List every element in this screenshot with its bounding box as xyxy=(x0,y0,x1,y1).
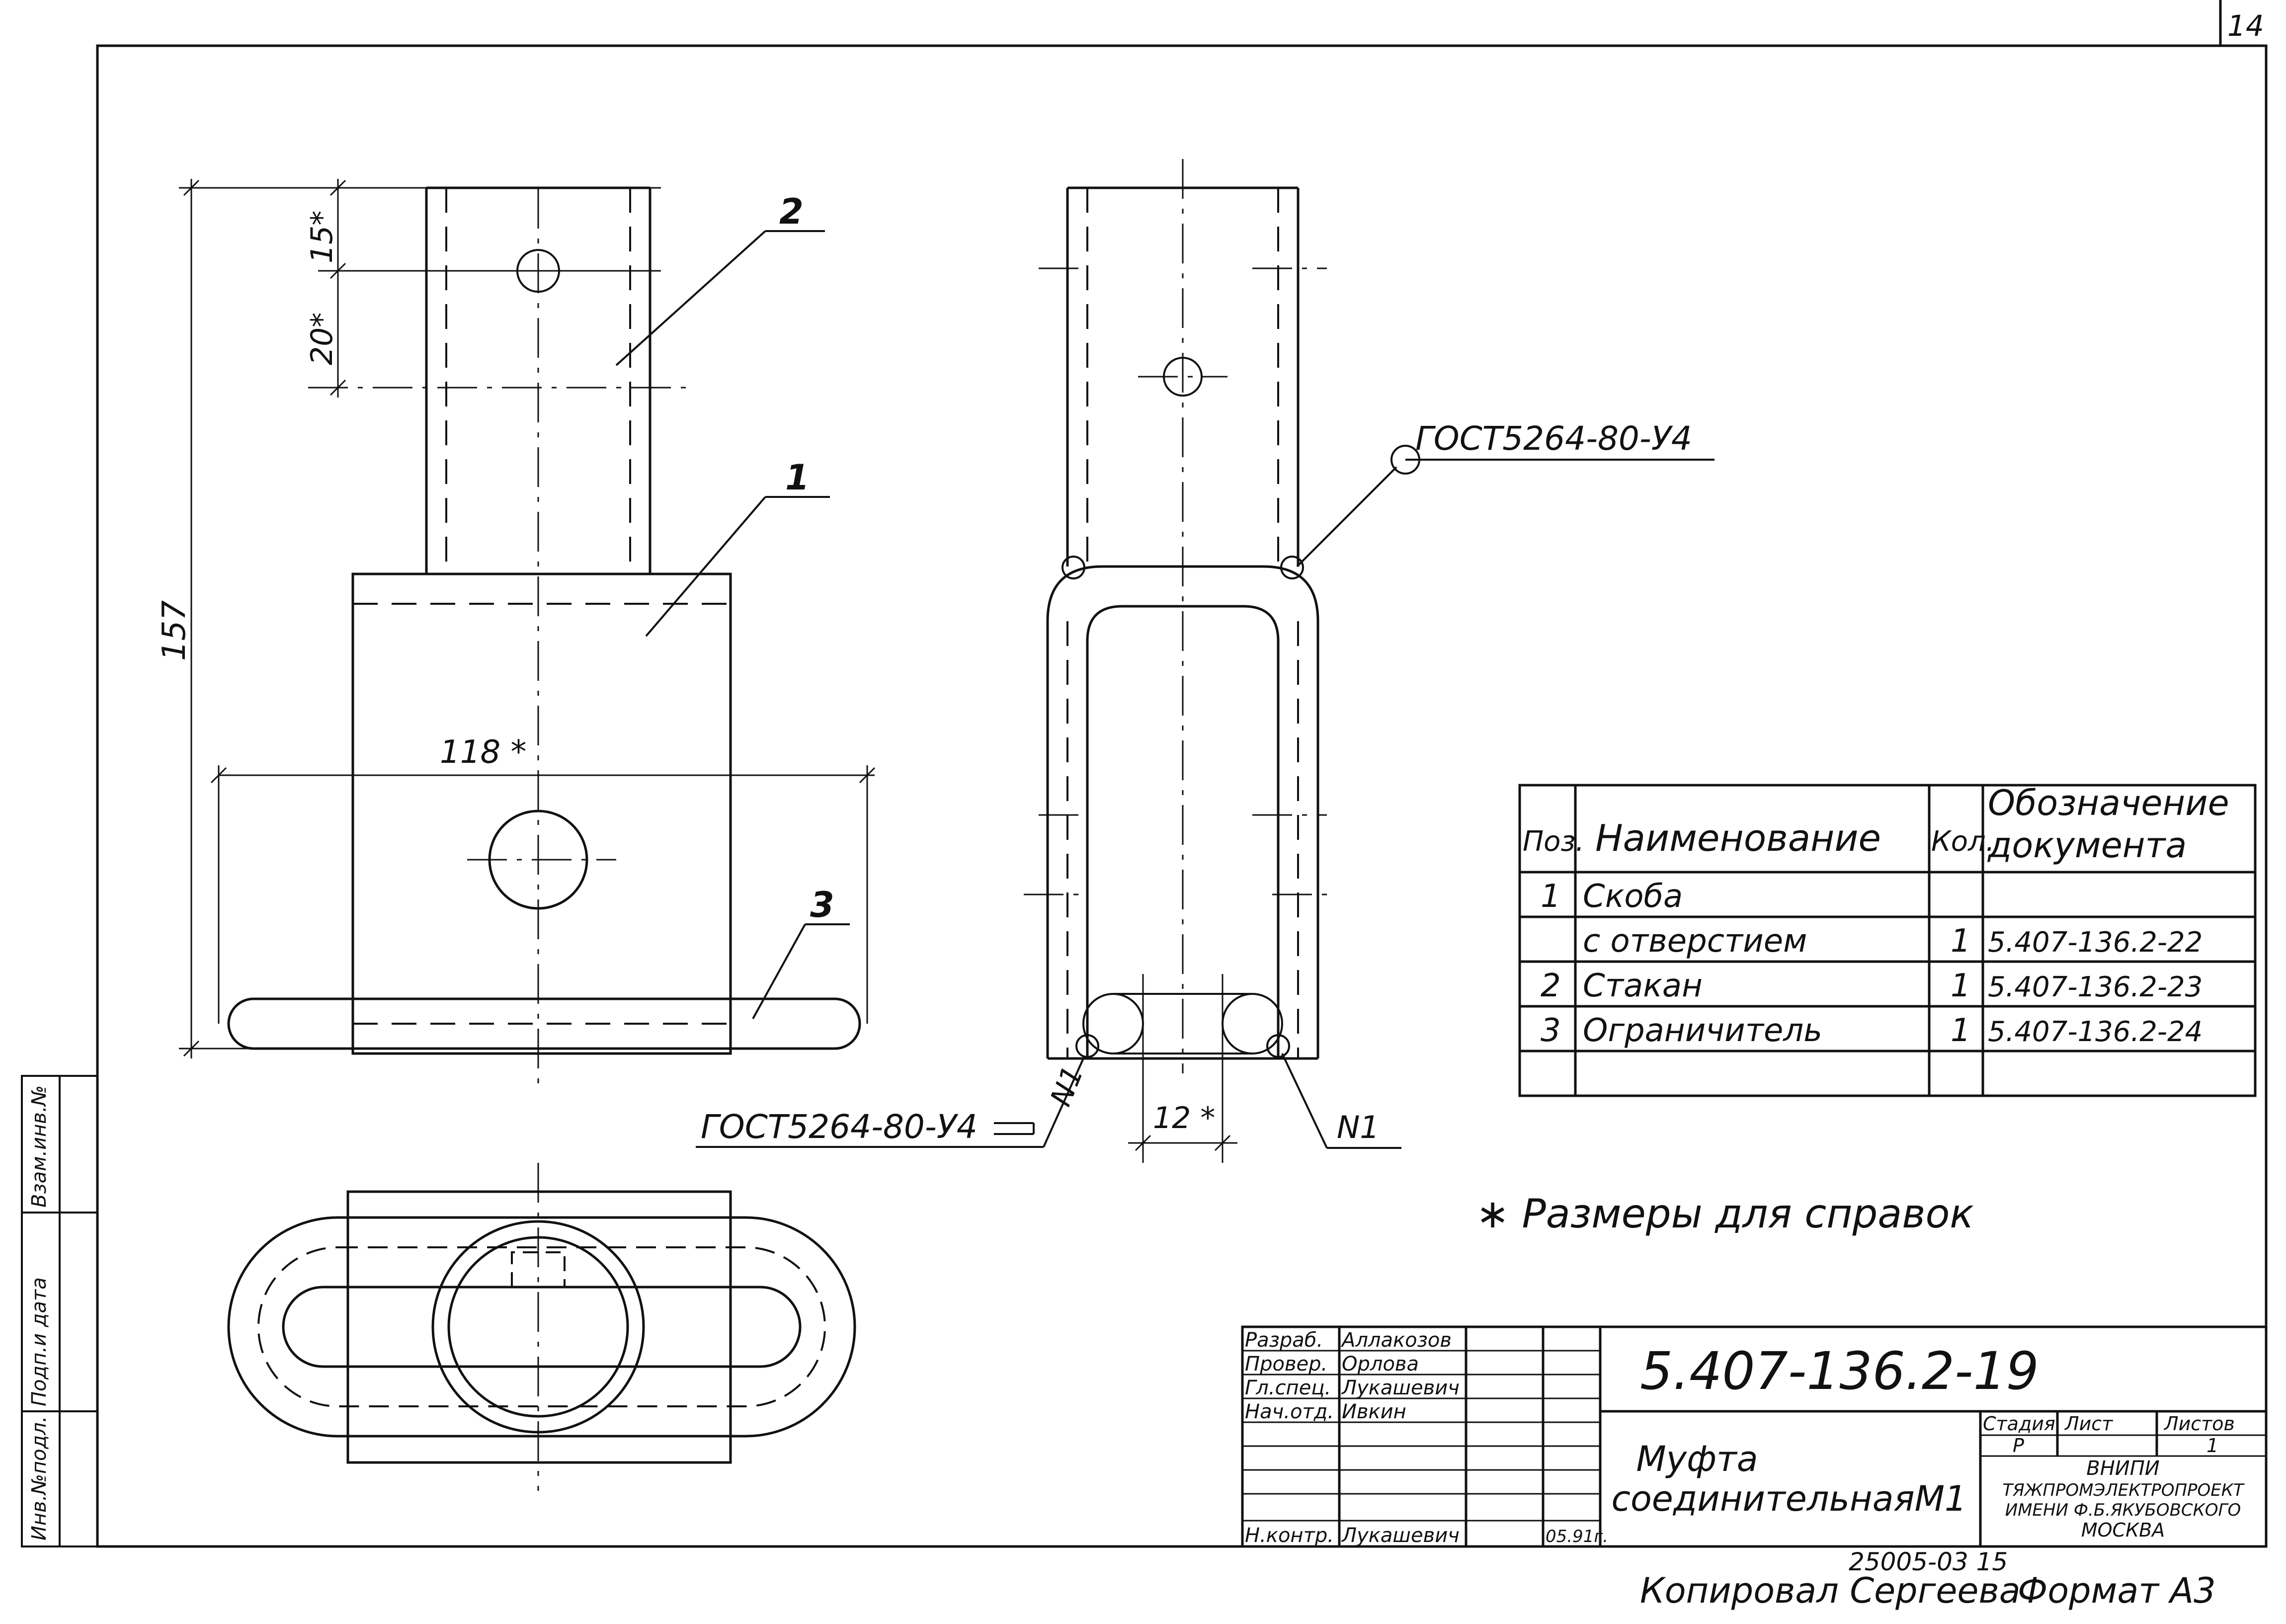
spec-cell-pos: 1 xyxy=(1541,878,1561,915)
weld-n1-right: N1 xyxy=(1337,1109,1380,1145)
position-label-2: 2 xyxy=(779,191,804,232)
dim-157: 157 xyxy=(156,600,193,661)
title-date: 05.91г. xyxy=(1546,1527,1608,1546)
position-leaders xyxy=(615,230,850,1019)
dim-118: 118 * xyxy=(440,734,527,771)
copied-by: Копировал Сергеева xyxy=(1640,1570,2021,1611)
spec-cell-name: Стакан xyxy=(1583,968,1703,1004)
weld-leaders xyxy=(696,445,1714,1149)
side-view-centerlines xyxy=(1024,159,1327,1073)
spec-cell-doc: 5.407-136.2-24 xyxy=(1988,1016,2203,1048)
sheets-label: Листов xyxy=(2163,1413,2235,1435)
order-number: 25005-03 15 xyxy=(1849,1547,2008,1576)
format-label: Формат А3 xyxy=(2018,1570,2216,1611)
spec-row: с отверстием 1 5.407-136.2-22 xyxy=(1583,923,2203,960)
spec-row: 3 Ограничитель 1 5.407-136.2-24 xyxy=(1541,1012,2203,1049)
spec-header-pos: Поз. xyxy=(1523,825,1584,858)
title-role-row: Нач.отд. Ивкин xyxy=(1245,1400,1406,1423)
front-view-centerlines xyxy=(308,189,686,1093)
side-dimensions xyxy=(1128,974,1237,1163)
reference-note: ∗ Размеры для справок xyxy=(1476,1191,1974,1237)
org-line-2: ТЯЖПРОМЭЛЕКТРОПРОЕКТ xyxy=(2002,1480,2245,1500)
top-view xyxy=(227,1190,856,1464)
stage-value: Р xyxy=(2013,1435,2024,1457)
side-stamp-replace-label: Взам.инв.№ xyxy=(28,1085,51,1208)
role-label: Гл.спец. xyxy=(1245,1377,1331,1399)
position-label-3: 3 xyxy=(810,885,834,925)
weld-n1-left: N1 xyxy=(1044,1061,1090,1111)
role-name: Ивкин xyxy=(1342,1400,1406,1423)
side-stamp xyxy=(21,1075,98,1547)
spec-row: 1 Скоба xyxy=(1541,878,1683,915)
sheet-label: Лист xyxy=(2064,1413,2114,1435)
role-name: Лукашевич xyxy=(1341,1377,1460,1399)
title-role-row: Разраб. Аллакозов xyxy=(1245,1329,1452,1352)
org-line-1: ВНИПИ xyxy=(2086,1457,2159,1480)
sheets-value: 1 xyxy=(2206,1435,2218,1457)
front-dimensions xyxy=(179,179,876,1058)
sheet-number: 14 xyxy=(2227,9,2264,43)
side-stamp-sign-label: Подп.и дата xyxy=(28,1277,51,1406)
role-name: Аллакозов xyxy=(1340,1329,1452,1352)
spec-header-qty: Кол. xyxy=(1931,825,1995,858)
role-name: Лукашевич xyxy=(1341,1524,1460,1547)
role-label: Нач.отд. xyxy=(1245,1400,1334,1423)
spec-cell-name: Скоба xyxy=(1583,878,1683,915)
spec-cell-qty: 1 xyxy=(1951,923,1971,960)
stage-label: Стадия xyxy=(1983,1413,2055,1435)
spec-cell-doc: 5.407-136.2-22 xyxy=(1988,926,2203,959)
org-line-3: ИМЕНИ Ф.Б.ЯКУБОВСКОГО xyxy=(2005,1500,2241,1520)
document-designation: 5.407-136.2-19 xyxy=(1640,1341,2039,1401)
spec-cell-name: с отверстием xyxy=(1583,923,1807,960)
spec-row: 2 Стакан 1 5.407-136.2-23 xyxy=(1541,968,2203,1004)
title-role-row: Гл.спец. Лукашевич xyxy=(1245,1377,1460,1399)
spec-cell-pos: 3 xyxy=(1541,1012,1561,1049)
title-block-grid xyxy=(1241,1325,2268,1548)
position-label-1: 1 xyxy=(785,457,810,498)
role-label: Провер. xyxy=(1245,1353,1327,1376)
title-block: Разраб. Аллакозов Провер. Орлова Гл.спец… xyxy=(1245,1329,2245,1547)
role-label: Н.контр. xyxy=(1245,1524,1334,1547)
spec-table-grid xyxy=(1518,784,2257,1097)
dim-12: 12 * xyxy=(1153,1101,1215,1136)
spec-header-name: Наименование xyxy=(1595,817,1881,860)
spec-header-doc-1: Обозначение xyxy=(1988,783,2229,823)
org-line-4: МОСКВА xyxy=(2081,1519,2165,1541)
weld-label-top: ГОСТ5264-80-У4 xyxy=(1415,419,1692,458)
title-role-row: Н.контр. Лукашевич xyxy=(1245,1524,1460,1547)
title-role-row: Провер. Орлова xyxy=(1245,1353,1419,1376)
role-label: Разраб. xyxy=(1245,1329,1323,1352)
spec-table: Поз. Наименование Кол. Обозначение докум… xyxy=(1523,783,2229,1049)
weld-label-bottom: ГОСТ5264-80-У4 xyxy=(701,1108,978,1146)
drawing-frame xyxy=(96,0,2268,1548)
title-line-1: Муфта xyxy=(1636,1439,1758,1479)
role-name: Орлова xyxy=(1342,1353,1419,1376)
dim-20: 20* xyxy=(305,313,339,365)
spec-cell-qty: 1 xyxy=(1951,1012,1971,1049)
side-stamp-inv-label: Инв.№подл. xyxy=(28,1416,51,1541)
dim-15: 15* xyxy=(305,211,339,263)
title-line-2: соединительнаяМ1 xyxy=(1611,1478,1966,1519)
spec-header-doc-2: документа xyxy=(1987,825,2187,866)
spec-cell-qty: 1 xyxy=(1951,968,1971,1004)
spec-cell-name: Ограничитель xyxy=(1583,1012,1822,1049)
spec-cell-pos: 2 xyxy=(1541,968,1561,1004)
spec-cell-doc: 5.407-136.2-23 xyxy=(1988,971,2203,1003)
